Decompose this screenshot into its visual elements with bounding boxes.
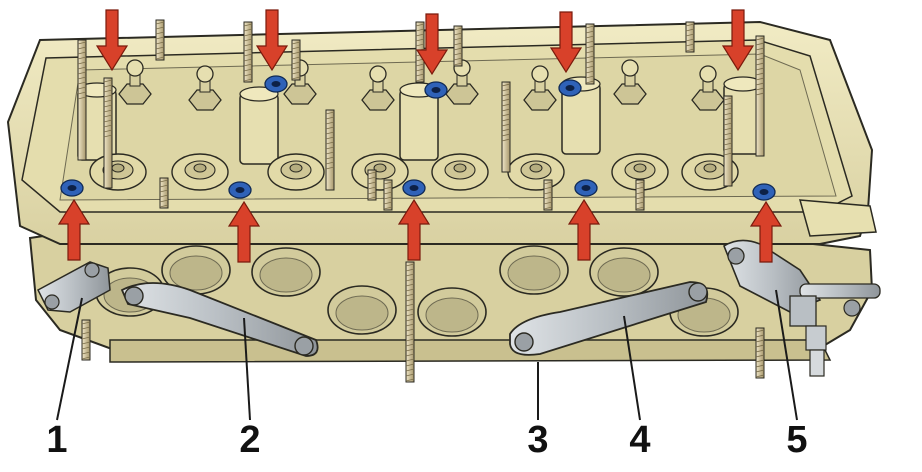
blue-nut-icon [60,179,84,197]
stud [543,179,553,211]
callout-5: 5 [786,419,808,461]
spring-seat [171,153,229,191]
stud [685,21,695,53]
stud [155,19,165,61]
stud [755,35,765,157]
stud [723,95,733,187]
spring-seat [507,153,565,191]
red-arrow-down-icon [721,9,755,72]
red-arrow-up-icon [749,200,783,263]
stud [383,179,393,211]
stud [453,25,463,67]
red-arrow-down-icon [95,9,129,72]
blue-nut-icon [752,183,776,201]
stud [159,177,169,209]
port [589,247,659,297]
rocker-pivot [188,65,222,111]
rocker-pivot [361,65,395,111]
stud [77,39,87,161]
blue-nuts [60,75,776,201]
red-arrow-up-icon [57,198,91,261]
lower-studs [81,261,765,383]
leader-lines [56,289,798,421]
rocker-pivot [691,65,725,111]
lower-stud [405,261,415,383]
stud [367,169,377,201]
stud [585,23,595,85]
spring-seat [89,153,147,191]
lower-stud [755,327,765,379]
red-arrow-up-icon [567,198,601,261]
port [251,247,321,297]
stud [243,21,253,83]
lower-stud [81,319,91,361]
callout-1: 1 [46,419,68,461]
red-arrow-down-icon [415,13,449,76]
stud [635,179,645,211]
bracket-5-fitting [723,239,881,377]
red-arrow-down-icon [549,11,583,74]
callout-3: 3 [527,419,549,461]
stud [501,81,511,173]
bearing-tower [239,86,279,165]
bracket-4 [509,281,709,356]
callout-2: 2 [239,419,261,461]
rocker-pivot [445,59,479,105]
spring-seat [351,153,409,191]
threaded-studs [77,19,765,211]
spring-seat [431,153,489,191]
blue-nut-icon [228,181,252,199]
stud [103,77,113,189]
spring-seat [267,153,325,191]
rocker-pivot [523,65,557,111]
stud [325,109,335,191]
bracket-1 [37,261,111,313]
stud [291,39,301,81]
port [499,245,569,295]
blue-nut-icon [264,75,288,93]
callout-4: 4 [629,419,651,461]
port [327,285,397,335]
blue-nut-icon [558,79,582,97]
red-arrow-up-icon [397,198,431,261]
blue-nut-icon [402,179,426,197]
red-arrow-up-icon [227,200,261,263]
rocker-pivot [118,59,152,105]
blue-nut-icon [574,179,598,197]
rocker-pivot [613,59,647,105]
bearing-tower [723,76,763,155]
bracket-2 [120,282,319,357]
rocker-pivots [118,59,725,111]
manifold-ports [95,245,739,337]
red-arrows [57,9,783,263]
blue-nut-icon [424,81,448,99]
red-arrow-down-icon [255,9,289,72]
port [417,287,487,337]
